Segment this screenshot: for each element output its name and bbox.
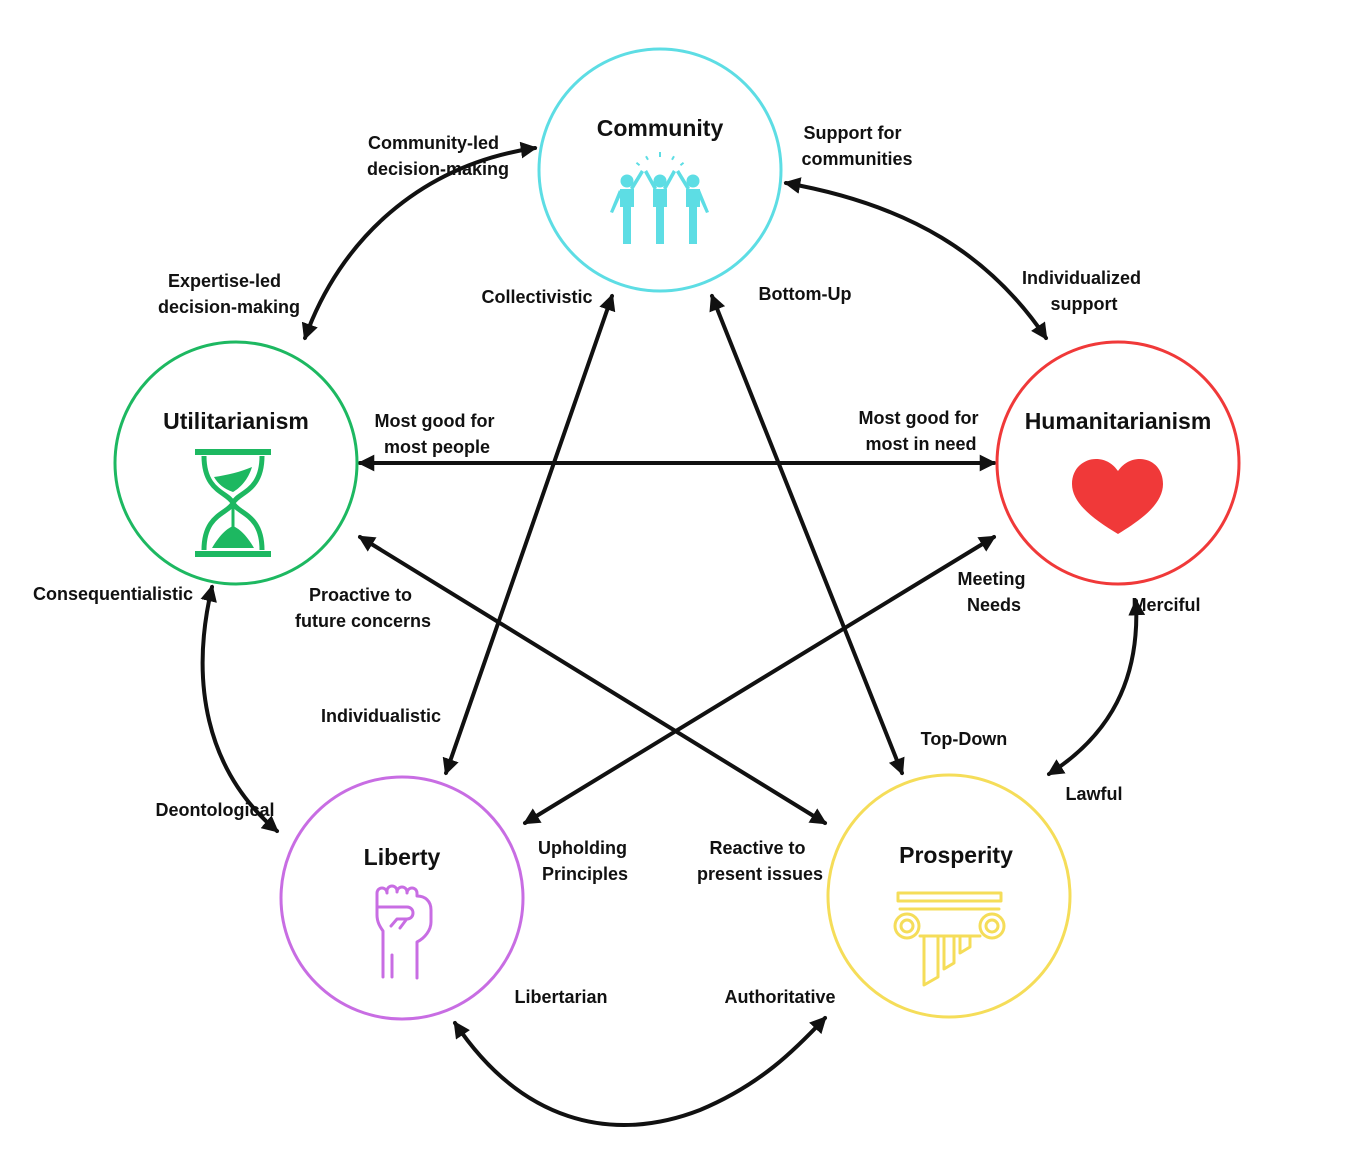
label-proactive: Proactive to future concerns: [295, 585, 431, 631]
arrow-community-humanitarianism: [783, 177, 1048, 341]
label-individualized-support: Individualized support: [1022, 268, 1146, 314]
arrow-community-prosperity: [709, 293, 905, 776]
label-support-for-communities: Support for communities: [801, 123, 912, 169]
arrow-utilitarianism-liberty: [200, 584, 279, 833]
arrow-community-utilitarianism: [301, 141, 538, 341]
humanitarianism-circle: [995, 340, 1241, 586]
liberty-circle: [279, 775, 525, 1021]
arrow-humanitarianism-prosperity: [1046, 598, 1146, 776]
edges: [200, 141, 1146, 1128]
label-meeting-needs: Meeting Needs: [957, 569, 1030, 615]
node-liberty: Liberty: [279, 775, 525, 1021]
humanitarianism-title: Humanitarianism: [1025, 408, 1212, 434]
label-consequentialistic: Consequentialistic: [33, 584, 193, 604]
arrow-community-liberty: [442, 293, 616, 776]
label-collectivistic: Collectivistic: [481, 287, 592, 307]
label-top-down: Top-Down: [921, 729, 1008, 749]
label-libertarian: Libertarian: [514, 987, 607, 1007]
hourglass-icon: [195, 449, 271, 557]
label-bottom-up: Bottom-Up: [759, 284, 852, 304]
label-deontological: Deontological: [155, 800, 274, 820]
people-cheering-icon: [610, 152, 709, 244]
label-most-good-most-people: Most good for most people: [375, 411, 500, 457]
label-reactive: Reactive to present issues: [697, 838, 823, 884]
label-community-led: Community-led decision-making: [367, 133, 509, 179]
community-title: Community: [597, 115, 724, 141]
node-utilitarianism: Utilitarianism: [113, 340, 359, 586]
label-expertise-led: Expertise-led decision-making: [158, 271, 300, 317]
arrow-humanitarianism-liberty: [522, 535, 997, 825]
community-circle: [537, 47, 783, 293]
label-individualistic: Individualistic: [321, 706, 441, 726]
node-community: Community: [537, 47, 783, 293]
prosperity-circle: [826, 773, 1072, 1019]
heart-icon: [1072, 459, 1163, 534]
utilitarianism-title: Utilitarianism: [163, 408, 309, 434]
label-merciful: Merciful: [1131, 595, 1200, 615]
raised-fist-icon: [375, 884, 433, 980]
node-humanitarianism: Humanitarianism: [995, 340, 1241, 586]
liberty-title: Liberty: [364, 844, 441, 870]
label-authoritative: Authoritative: [724, 987, 835, 1007]
label-upholding-principles: Upholding Principles: [538, 838, 632, 884]
edge-labels: Community-led decision-making Support fo…: [33, 123, 1201, 1007]
utilitarianism-circle: [113, 340, 359, 586]
arrow-liberty-prosperity: [453, 1016, 827, 1128]
node-prosperity: Prosperity: [826, 773, 1072, 1019]
prosperity-title: Prosperity: [899, 842, 1013, 868]
column-capital-icon: [893, 891, 1006, 987]
label-most-good-most-in-need: Most good for most in need: [859, 408, 984, 454]
label-lawful: Lawful: [1066, 784, 1123, 804]
